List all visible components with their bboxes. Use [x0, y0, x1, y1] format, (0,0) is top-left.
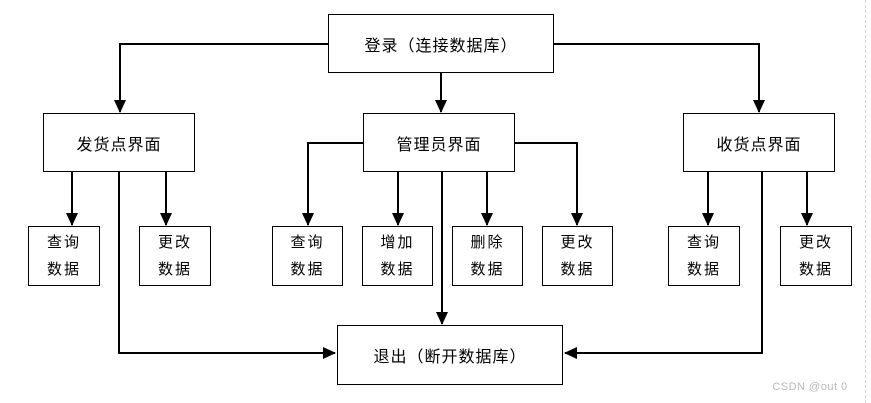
node-admin-interface: 管理员界面: [363, 113, 515, 172]
node-receiving-update-data: 更改 数据: [780, 226, 852, 286]
right-dashed-selection-border: [865, 0, 866, 403]
node-shipping-update-data: 更改 数据: [139, 226, 211, 286]
edge-receiving-logout: [564, 172, 763, 359]
node-admin-add-data: 增加 数据: [362, 226, 433, 286]
edge-admin-query: [302, 142, 363, 226]
edge-login-receiving: [553, 43, 765, 113]
node-admin-update-data: 更改 数据: [542, 226, 613, 286]
node-logout: 退出（断开数据库）: [337, 325, 563, 385]
node-shipping-interface: 发货点界面: [43, 113, 195, 172]
edge-shipping-logout: [118, 172, 336, 359]
node-receiving-query-data: 查询 数据: [668, 226, 740, 286]
csdn-watermark: CSDN @out 0: [772, 381, 848, 393]
edge-login-shipping: [114, 43, 329, 113]
node-login: 登录（连接数据库）: [328, 14, 554, 73]
node-admin-delete-data: 删除 数据: [452, 226, 523, 286]
edge-admin-update: [515, 142, 583, 226]
node-admin-query-data: 查询 数据: [272, 226, 343, 286]
node-receiving-interface: 收货点界面: [683, 113, 835, 172]
node-shipping-query-data: 查询 数据: [28, 226, 100, 286]
